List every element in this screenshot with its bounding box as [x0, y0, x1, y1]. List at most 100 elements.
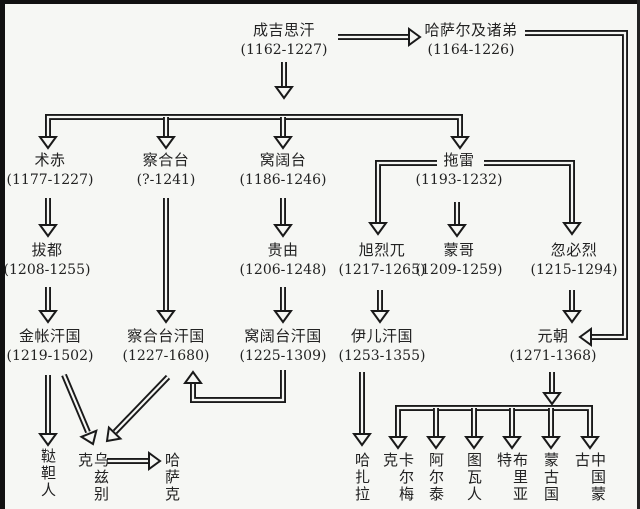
arrow-to-chagatai-head — [156, 136, 176, 150]
arrow-golden-horde-to-tatars-head — [38, 433, 58, 447]
node-batu: 拔都 (1208-1255) — [4, 240, 91, 280]
descendant-tuvans: 图瓦人 — [465, 452, 483, 503]
arrow-to-inner-mongolia-head — [580, 436, 600, 450]
arrow-ogedei-khanate-to-chagatai-khanate-head — [183, 370, 203, 384]
node-guyuk: 贵由 (1206-1248) — [240, 240, 327, 280]
node-dates: (1225-1309) — [239, 348, 327, 364]
node-dates: (1206-1248) — [239, 262, 327, 278]
arrow-kublai-to-yuan-head — [562, 310, 582, 324]
frame-border-right — [637, 0, 640, 509]
node-dates: (1208-1255) — [3, 262, 91, 278]
node-kublai: 忽必烈 (1215-1294) — [531, 240, 618, 280]
node-name: 察合台 — [142, 151, 190, 169]
arrow-to-buryats-head — [502, 436, 522, 450]
arrow-to-kublai-head — [562, 222, 582, 236]
node-dates: (1162-1227) — [240, 42, 328, 58]
descendant-kalmyks: 卡尔梅克 — [381, 452, 415, 503]
node-dates: (1215-1294) — [530, 262, 618, 278]
arrow-to-tolui-head — [450, 136, 470, 150]
node-dates: (1193-1232) — [415, 172, 503, 188]
node-genghis-khan: 成吉思汗 (1162-1227) — [241, 20, 328, 60]
arrow-chagatai-to-khanate-head — [156, 310, 176, 324]
node-hasar-and-brothers: 哈萨尔及诸弟 (1164-1226) — [424, 20, 517, 60]
branch-bar-yuan-descendants-core — [396, 406, 592, 440]
arrow-hulagu-to-ilkhanate-head — [370, 310, 390, 324]
arrow-to-tuvans-head — [464, 436, 484, 450]
node-chagatai-khanate: 察合台汗国 (1227-1680) — [123, 326, 210, 366]
arrow-to-ogedei-head — [273, 136, 293, 150]
node-name: 贵由 — [267, 241, 299, 259]
arrow-ilkhanate-to-hazaras-head — [352, 433, 372, 447]
descendant-uzbeks: 乌兹别克 — [76, 452, 110, 503]
frame-border-left — [0, 0, 5, 509]
node-name: 窝阔台 — [259, 151, 307, 169]
node-golden-horde: 金帐汗国 (1219-1502) — [7, 326, 94, 366]
node-dates: (1271-1368) — [509, 348, 597, 364]
arrow-ogedei-khanate-to-chagatai-khanate-core — [191, 370, 285, 402]
arrow-chagatai-khanate-to-uzbeks-core — [114, 376, 169, 433]
arrow-to-jochi-head — [38, 136, 58, 150]
branch-bar-sons-core — [46, 115, 462, 144]
node-hulagu: 旭烈兀 (1217-1265) — [339, 240, 426, 280]
descendant-altai: 阿尔泰 — [427, 452, 445, 503]
arrow-ogedei-khanate-to-chagatai-khanate — [190, 370, 286, 403]
node-dates: (1177-1227) — [6, 172, 94, 188]
arrow-to-kalmyks-head — [388, 436, 408, 450]
branch-tolui-to-hulagu-core — [376, 161, 437, 224]
node-name: 金帐汗国 — [18, 327, 82, 345]
node-name: 哈萨尔及诸弟 — [424, 21, 518, 39]
arrow-batu-to-golden-horde-head — [38, 310, 58, 324]
descendant-tatars: 鞑靼人 — [39, 448, 57, 499]
node-dates: (1186-1246) — [239, 172, 327, 188]
descendant-kazakhs: 哈萨克 — [163, 452, 181, 503]
arrow-ogedei-to-guyuk-head — [273, 224, 293, 238]
arrow-chagatai-khanate-to-uzbeks-head — [105, 425, 123, 443]
node-ogedei-khanate: 窝阔台汗国 (1225-1309) — [240, 326, 327, 366]
arrow-yuan-down-head — [542, 392, 562, 406]
arrow-genghis-down-head — [274, 86, 294, 100]
branch-bar-yuan-descendants — [395, 405, 593, 440]
node-dates: (1217-1265) — [338, 262, 426, 278]
node-mongke: 蒙哥 (1209-1259) — [416, 240, 503, 280]
descendant-mongolia: 蒙古国 — [542, 452, 560, 503]
node-ogedei: 窝阔台 (1186-1246) — [240, 150, 327, 190]
node-name: 旭烈兀 — [358, 241, 406, 259]
arrow-hasar-to-yuan-head — [578, 327, 592, 347]
arrow-uzbeks-to-kazakhs-head — [148, 451, 162, 471]
node-ilkhanate: 伊儿汗国 (1253-1355) — [339, 326, 426, 366]
node-name: 忽必烈 — [550, 241, 598, 259]
node-dates: (1209-1259) — [415, 262, 503, 278]
node-chagatai: 察合台 (?-1241) — [137, 150, 196, 190]
node-name: 拖雷 — [443, 151, 475, 169]
node-name: 术赤 — [34, 151, 66, 169]
branch-bar-sons — [45, 114, 463, 144]
node-dates: (1227-1680) — [122, 348, 210, 364]
node-name: 蒙哥 — [443, 241, 475, 259]
node-dates: (1164-1226) — [427, 42, 515, 58]
arrow-hasar-to-yuan-core — [525, 31, 627, 339]
arrow-genghis-to-hasar-head — [408, 27, 422, 47]
node-jochi: 术赤 (1177-1227) — [7, 150, 94, 190]
descendant-hazaras: 哈扎拉 — [353, 452, 371, 503]
node-name: 成吉思汗 — [252, 21, 316, 39]
node-yuan-dynasty: 元朝 (1271-1368) — [510, 326, 597, 366]
frame-border-top — [0, 0, 640, 4]
arrow-to-mongolia-head — [541, 436, 561, 450]
arrow-guyuk-to-ogedei-khanate-head — [273, 310, 293, 324]
descendant-buryats: 布里亚特 — [495, 452, 529, 503]
branch-tolui-to-kublai-core — [484, 161, 574, 224]
arrow-to-altai-head — [426, 436, 446, 450]
arrow-jochi-to-batu-head — [38, 224, 58, 238]
arrow-golden-horde-to-uzbeks-core — [62, 374, 90, 433]
descendant-inner-mongolia: 中国蒙古 — [573, 452, 607, 503]
arrow-to-hulagu-head — [368, 222, 388, 236]
node-name: 元朝 — [537, 327, 569, 345]
node-name: 察合台汗国 — [127, 327, 205, 345]
node-dates: (1253-1355) — [338, 348, 426, 364]
node-name: 伊儿汗国 — [350, 327, 414, 345]
arrow-golden-horde-to-uzbeks-head — [79, 429, 98, 446]
arrow-tolui-to-mongke-head — [447, 224, 467, 238]
node-name: 窝阔台汗国 — [244, 327, 322, 345]
